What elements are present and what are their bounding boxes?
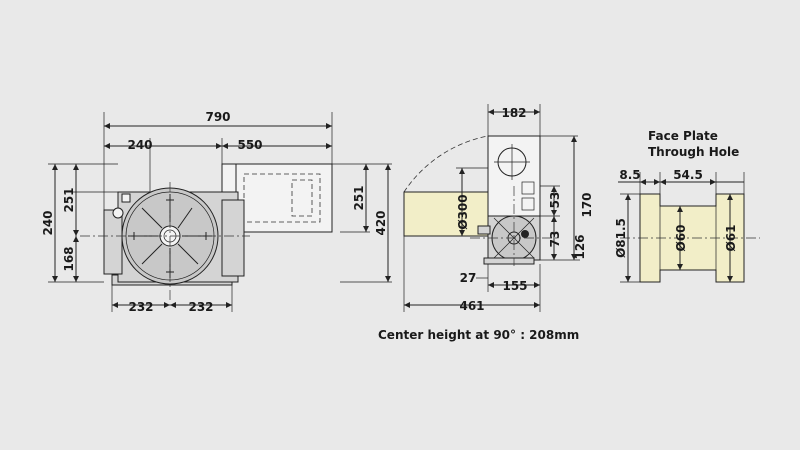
tilted-table [403,191,489,237]
dim-182: 182 [501,106,526,120]
side-flange [103,209,123,275]
face-plate-title-line1: Face Plate [648,129,718,143]
side-base [483,257,535,265]
face-plate-section: Face Plate Through Hole 8.5 54.5 Ø81.5 Ø… [614,129,760,283]
dim-73: 73 [548,231,562,248]
dim-155: 155 [502,279,527,293]
dim-dia-81-5: Ø81.5 [614,218,628,258]
face-plate-title-line2: Through Hole [648,145,739,159]
dim-126: 126 [573,234,587,259]
dim-dia-60: Ø60 [674,225,688,252]
dim-dia-61: Ø61 [724,225,738,252]
motor-hidden-detail [291,179,313,217]
dim-54-5: 54.5 [673,168,703,182]
body-right-block [221,199,245,277]
dim-170: 170 [580,192,594,217]
dim-8-5: 8.5 [619,168,640,182]
connector-grid [521,181,535,211]
front-view: 790 240 550 240 251 168 251 420 232 232 [41,110,392,314]
dim-251-left: 251 [62,187,76,212]
dim-232-left: 232 [128,300,153,314]
dim-168: 168 [62,246,76,271]
dim-dia-300: Ø300 [456,194,470,229]
dim-27: 27 [460,271,477,285]
dim-790: 790 [205,110,230,124]
dim-232-right: 232 [188,300,213,314]
dim-550: 550 [237,138,262,152]
dim-420: 420 [374,210,388,235]
dim-240-height: 240 [41,210,55,235]
center-height-note: Center height at 90° : 208mm [378,328,579,342]
dim-240-top: 240 [127,138,152,152]
swing-arc [403,135,489,193]
clamp-knob [112,207,124,219]
dim-53: 53 [548,192,562,209]
motor-hidden-outline [243,173,321,223]
dim-251-right: 251 [352,185,366,210]
dim-461: 461 [459,299,484,313]
side-view: 182 Ø300 53 73 170 126 27 155 461 Center… [378,104,594,342]
